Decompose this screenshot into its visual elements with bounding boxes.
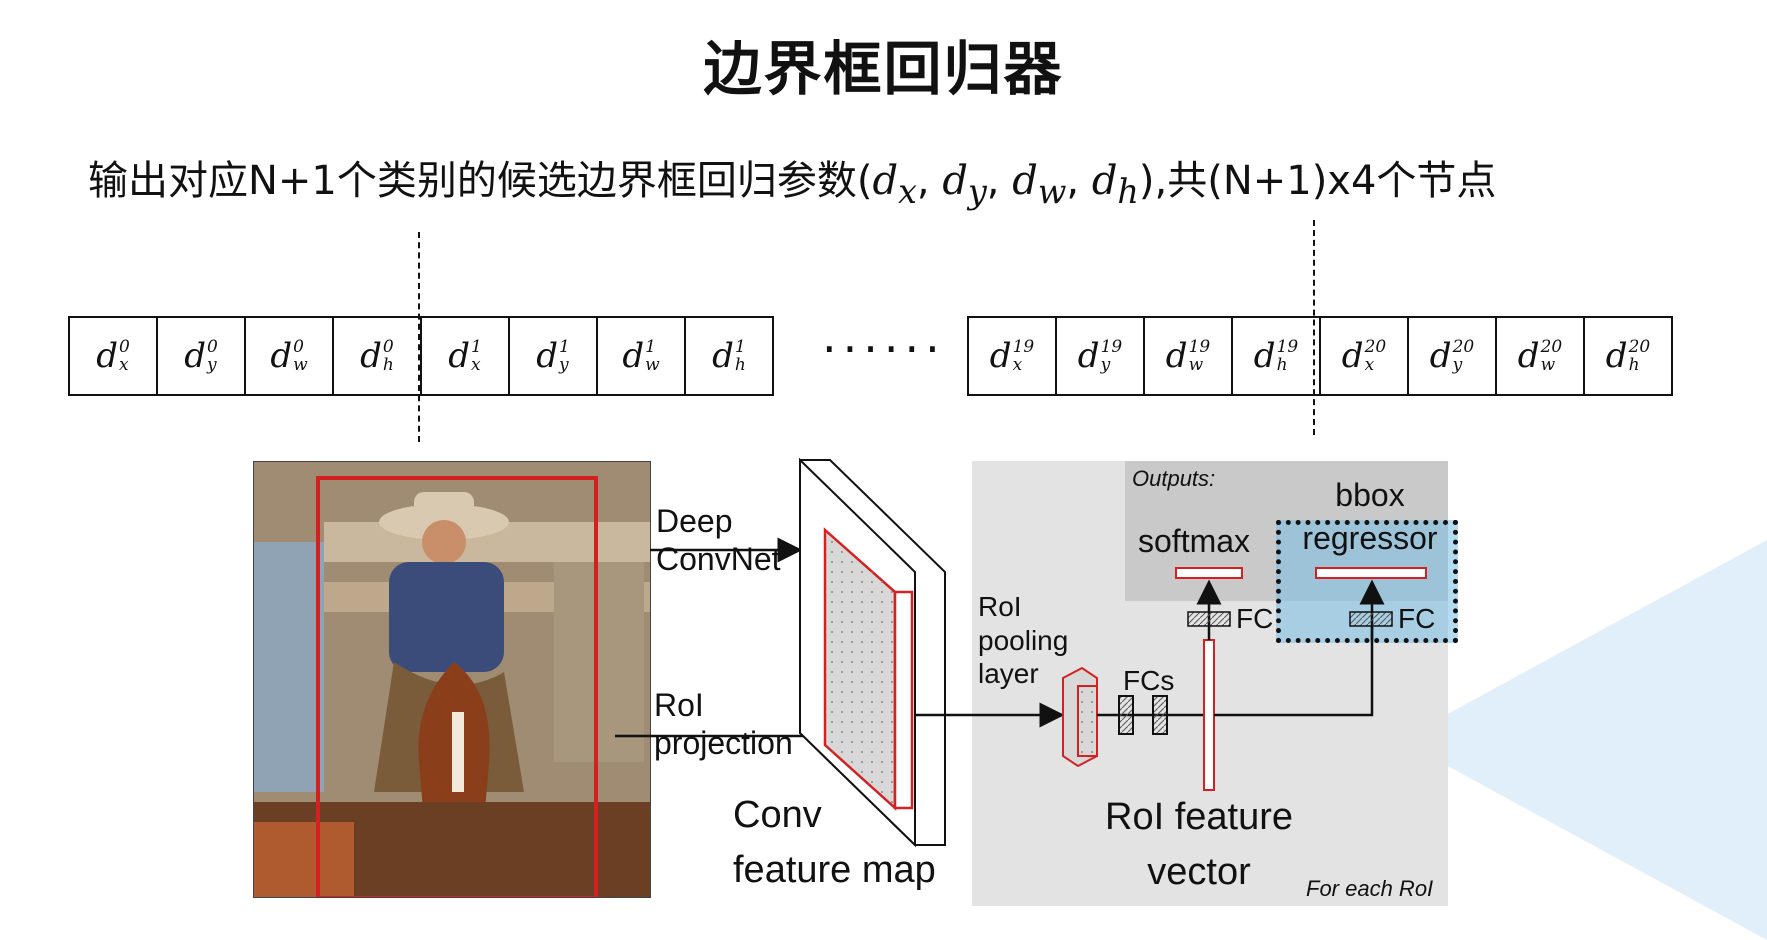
fcs-label: FCs [1123,665,1175,696]
fc-softmax-block [1187,611,1231,627]
roi-feature-vector-bar [1203,639,1215,791]
watermark-shape [1400,540,1767,940]
conv-feature-map [799,457,946,848]
fc-block-1 [1118,695,1134,735]
softmax-label: softmax [1138,523,1251,559]
param-dy: dy [942,158,987,211]
roi-projection-label: RoI projection [654,687,793,762]
roi-box [316,476,598,897]
softmax-output-bar [1175,567,1243,579]
roi-pooling-layer-label: RoI pooling layer [978,591,1069,690]
deep-convnet-label: Deep ConvNet [656,503,781,578]
fc-block-2 [1152,695,1168,735]
ellipsis: ······ [822,322,946,376]
subtitle-prefix: 输出对应N+1个类别的候选边界框回归参数( [88,158,873,204]
param-dw: dw [1012,158,1067,211]
architecture-diagram [615,457,1427,848]
bbox-regressor-label: bbox regressor [1302,477,1438,557]
subtitle: 输出对应N+1个类别的候选边界框回归参数(dx, dy, dw, dh),共(N… [88,158,1497,211]
param-dh: dh [1091,158,1139,211]
fc-bbox-block [1349,611,1393,627]
bbox-output-bar [1315,567,1427,579]
for-each-roi-label: For each RoI [1306,876,1434,901]
to-bbox-line [1214,626,1374,717]
fc-softmax-label: FC [1236,603,1274,634]
dashed-divider-left [418,232,420,442]
fc-bbox-label: FC [1398,603,1436,634]
subtitle-suffix: ),共(N+1)x4个节点 [1138,158,1497,204]
outputs-label: Outputs: [1132,466,1216,491]
dashed-divider-right [1313,220,1315,435]
conv-feature-map-label: Conv feature map [733,794,936,892]
param-dx: dx [872,158,917,211]
roi-pooling-block [1062,666,1098,768]
slide-title: 边界框回归器 [703,35,1064,103]
roi-feature-vector-label: RoI feature vector [1105,796,1293,894]
cowboy-photo [253,461,651,898]
